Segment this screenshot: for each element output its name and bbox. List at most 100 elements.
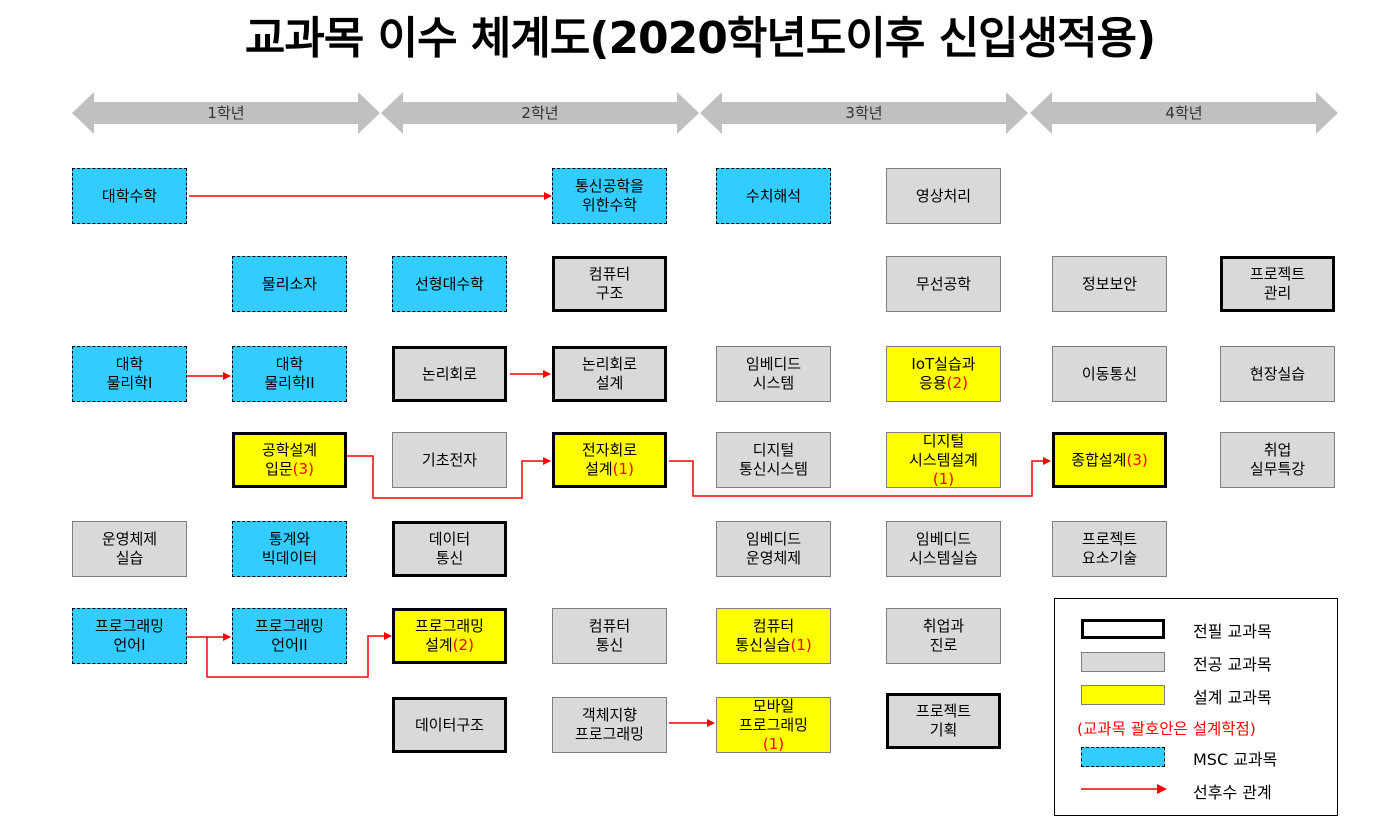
legend-label-msc: MSC 교과목 [1193, 750, 1278, 769]
course-c_field: 현장실습 [1220, 346, 1335, 402]
legend-label-design: 설계 교과목 [1193, 688, 1272, 707]
year-label: 4학년 [1165, 104, 1203, 122]
course-c_mobprog: 모바일 프로그래밍 (1) [716, 697, 831, 753]
course-c_os: 운영체제 실습 [72, 521, 187, 577]
course-label: 수치해석 [745, 186, 802, 205]
legend-swatch-major [1081, 652, 1165, 672]
course-c_intro: 공학설계 입문(3) [232, 432, 347, 488]
design-credit: (3) [1126, 450, 1148, 469]
course-c_image: 영상처리 [886, 168, 1001, 224]
legend-label-major: 전공 교과목 [1193, 655, 1272, 674]
course-c_math: 대학수학 [72, 168, 187, 224]
course-label: 데이터구조 [414, 715, 484, 734]
course-c_prog1: 프로그래밍 언어I [72, 608, 187, 664]
course-label: 논리회로 설계 [581, 355, 638, 392]
design-credit: (1) [932, 469, 955, 488]
year-arrow-shape [1030, 92, 1338, 134]
course-c_circuit: 전자회로 설계(1) [552, 432, 667, 488]
course-label: 임베디드 시스템 [745, 355, 802, 392]
course-c_embsys: 임베디드 시스템 [716, 346, 831, 402]
course-label: 정보보안 [1081, 274, 1138, 293]
year-arrow-1: 1학년 [72, 92, 380, 134]
course-c_phys1: 대학 물리학I [72, 346, 187, 402]
arrow-intro-to-circuit [347, 455, 551, 499]
arrow-prog1-to-progdes [206, 632, 392, 678]
course-c_datacomm: 데이터 통신 [392, 521, 507, 577]
design-credit: (1) [790, 636, 812, 654]
year-arrow-shape [700, 92, 1028, 134]
legend-label-prereq: 선후수 관계 [1193, 783, 1272, 802]
course-c_phys2: 대학 물리학II [232, 346, 347, 402]
year-arrow-3: 3학년 [700, 92, 1028, 134]
course-label: IoT실습과 응용(2) [911, 355, 975, 393]
course-label: 공학설계 입문(3) [262, 441, 317, 479]
course-c_oop: 객체지향 프로그래밍 [552, 697, 667, 753]
course-c_numeric: 수치해석 [716, 168, 831, 224]
course-label: 컴퓨터 통신실습(1) [735, 617, 811, 655]
course-label-text: 모바일 프로그래밍 [738, 696, 808, 734]
legend-note: (교과목 괄호안은 설계학점) [1077, 720, 1256, 738]
page-title: 교과목 이수 체계도(2020학년도이후 신입생적용) [244, 13, 1156, 64]
year-label: 1학년 [207, 104, 245, 122]
course-label: 현장실습 [1249, 364, 1306, 383]
course-label: 기초전자 [421, 450, 478, 469]
arrow-circuit-to-capstone [669, 457, 1051, 497]
course-label: 프로그래밍 언어II [254, 617, 324, 654]
design-credit: (3) [292, 460, 314, 478]
course-label: 컴퓨터 통신 [588, 617, 631, 654]
course-label: 통계와 빅데이터 [261, 530, 318, 567]
course-c_job: 취업 실무특강 [1220, 432, 1335, 488]
design-credit: (1) [612, 460, 634, 478]
course-c_progdes: 프로그래밍 설계(2) [392, 608, 507, 664]
course-c_stats: 통계와 빅데이터 [232, 521, 347, 577]
course-label: 프로젝트 기획 [915, 702, 972, 739]
course-c_datastr: 데이터구조 [392, 697, 507, 753]
course-label: 종합설계(3) [1071, 451, 1147, 470]
course-c_logic: 논리회로 [392, 346, 507, 402]
course-label: 전자회로 설계(1) [582, 441, 637, 479]
course-label-text: 디지털 시스템설계 [908, 431, 978, 469]
course-label: 대학수학 [101, 186, 158, 205]
course-c_logicdes: 논리회로 설계 [552, 346, 667, 402]
course-label: 무선공학 [915, 274, 972, 293]
course-label: 프로젝트 요소기술 [1081, 530, 1138, 567]
course-c_compcomm: 컴퓨터 통신 [552, 608, 667, 664]
course-label: 임베디드 시스템실습 [908, 530, 978, 567]
course-label-text: 전자회로 설계 [581, 441, 638, 478]
course-label: 영상처리 [915, 186, 972, 205]
year-arrow-2: 2학년 [381, 92, 699, 134]
course-c_physics0: 물리소자 [232, 256, 347, 312]
legend-swatch-design [1081, 685, 1165, 705]
course-c_digsys: 디지털 시스템설계 (1) [886, 432, 1001, 488]
course-c_mobile: 이동통신 [1052, 346, 1167, 402]
course-label-text: 컴퓨터 통신실습 [735, 617, 795, 654]
legend-arrow-icon [1081, 784, 1167, 794]
course-label: 대학 물리학II [264, 355, 315, 392]
course-c_commlab: 컴퓨터 통신실습(1) [716, 608, 831, 664]
course-label: 운영체제 실습 [101, 530, 158, 567]
course-c_commmath: 통신공학을 위한수학 [552, 168, 667, 224]
course-label: 취업과 진로 [922, 617, 965, 654]
course-c_embos: 임베디드 운영체제 [716, 521, 831, 577]
legend-label-required: 전필 교과목 [1193, 622, 1272, 641]
year-arrow-shape [381, 92, 699, 134]
course-label-text: 종합설계 [1071, 450, 1127, 469]
design-credit: (1) [762, 734, 785, 753]
course-label: 물리소자 [261, 274, 318, 293]
course-label: 디지털 통신시스템 [738, 441, 808, 478]
course-label: 논리회로 [421, 364, 478, 383]
course-label: 프로그래밍 설계(2) [415, 617, 484, 655]
course-c_capstone: 종합설계(3) [1052, 432, 1167, 488]
course-label: 모바일 프로그래밍 (1) [739, 697, 808, 754]
year-label: 2학년 [521, 104, 559, 122]
course-label: 통신공학을 위한수학 [574, 177, 644, 214]
course-label: 프로그래밍 언어I [94, 617, 164, 654]
course-label: 프로젝트 관리 [1249, 265, 1306, 302]
course-c_digcomm: 디지털 통신시스템 [716, 432, 831, 488]
course-c_iot: IoT실습과 응용(2) [886, 346, 1001, 402]
course-c_career: 취업과 진로 [886, 608, 1001, 664]
course-c_projmgmt: 프로젝트 관리 [1220, 256, 1335, 312]
course-label: 객체지향 프로그래밍 [574, 706, 644, 743]
course-label: 선형대수학 [414, 274, 484, 293]
